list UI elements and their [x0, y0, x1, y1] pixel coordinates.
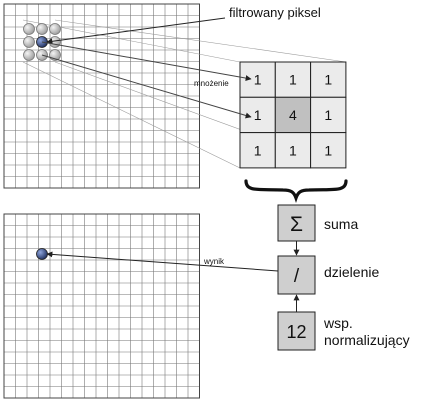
kernel-value: 1 [324, 142, 332, 158]
kernel-value: 1 [289, 72, 297, 88]
kernel-cell [274, 61, 312, 98]
division-label: dzielenie [324, 264, 379, 280]
divide-symbol: / [294, 266, 300, 287]
kernel-value: 4 [289, 107, 297, 123]
sum-label: suma [324, 216, 358, 232]
normalizer-label-line1: wsp. [323, 315, 353, 331]
multiply-arrow-2 [41, 54, 252, 119]
normalizer-label-line2: normalizujący [324, 332, 410, 348]
neighbor-pixel [49, 23, 61, 35]
kernel-cell [274, 96, 312, 134]
grid-border [3, 213, 200, 399]
divide-box [277, 255, 316, 295]
neighbor-pixel [23, 49, 35, 61]
sum-symbol: Σ [290, 213, 303, 236]
filtered-pixel-arrow [46, 17, 226, 45]
kernel-value: 1 [254, 72, 262, 88]
normalizer-box [277, 311, 316, 351]
multiplication-label: mnożenie [194, 79, 229, 88]
kernel-value: 1 [289, 142, 297, 158]
output-image-grid [3, 213, 200, 399]
result-label: wynik [203, 257, 225, 266]
kernel-value: 1 [254, 142, 262, 158]
kernel-value: 1 [254, 107, 262, 123]
grid-border [3, 3, 200, 189]
multiply-arrow-1 [41, 41, 252, 82]
kernel-cell [239, 132, 276, 169]
guide-line [22, 61, 241, 169]
neighbor-pixel [49, 36, 61, 48]
neighbor-pixel [23, 36, 35, 48]
kernel-cell [310, 132, 347, 169]
filtered-pixel-label: filtrowany piksel [229, 5, 321, 20]
normalizer-value: 12 [286, 322, 306, 342]
guide-line [54, 19, 347, 63]
kernel-cell [310, 96, 347, 134]
kernel-value: 1 [324, 72, 332, 88]
kernel-value: 1 [324, 107, 332, 123]
neighbor-pixel [23, 23, 35, 35]
output-pixel [36, 248, 48, 260]
result-arrow [46, 251, 279, 272]
sum-brace [244, 179, 348, 204]
kernel-matrix: 1 1 1 1 4 1 1 1 1 [239, 61, 347, 169]
neighbor-pixel [36, 23, 48, 35]
